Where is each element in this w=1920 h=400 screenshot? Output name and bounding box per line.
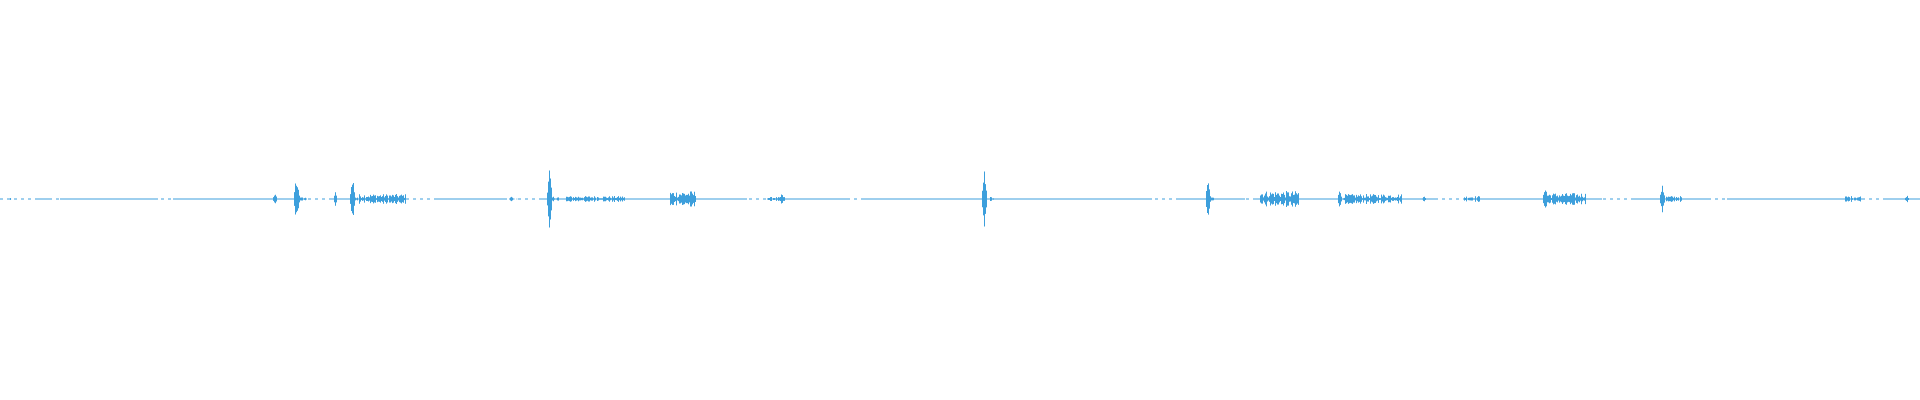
- waveform-event: [1464, 196, 1480, 202]
- waveform-event: [1422, 196, 1433, 202]
- waveform-event-path: [1260, 191, 1299, 207]
- waveform-event-path: [295, 187, 307, 211]
- waveform-event-path: [1547, 193, 1586, 205]
- waveform-event: [1666, 196, 1682, 202]
- waveform-event-path: [1666, 196, 1682, 202]
- waveform-event-path: [509, 196, 520, 202]
- waveform-event-path: [547, 170, 559, 228]
- waveform-event-path: [1905, 195, 1916, 203]
- waveform-event: [547, 170, 559, 228]
- waveform-event: [273, 194, 284, 204]
- waveform-event: [566, 196, 625, 202]
- waveform-event-path: [273, 194, 284, 204]
- waveform-event-path: [1845, 196, 1861, 202]
- waveform-event: [780, 194, 791, 204]
- waveform-event-path: [780, 194, 791, 204]
- waveform-event: [1905, 195, 1916, 203]
- waveform-event-path: [566, 196, 625, 202]
- waveform-event-path: [670, 191, 696, 207]
- waveform-event-path: [1206, 183, 1218, 215]
- waveform-event: [359, 194, 406, 204]
- waveform-event-path: [1464, 196, 1480, 202]
- waveform-event: [1206, 183, 1218, 215]
- waveform-event: [334, 192, 344, 206]
- waveform-event-path: [982, 171, 994, 227]
- waveform-sample-layer: [0, 170, 1920, 228]
- waveform-event-path: [359, 194, 406, 204]
- waveform-event-path: [1422, 196, 1433, 202]
- waveform-event: [295, 187, 307, 211]
- waveform-event: [1845, 196, 1861, 202]
- waveform-event: [670, 191, 696, 207]
- waveform-event: [1343, 194, 1402, 204]
- waveform-event: [509, 196, 520, 202]
- waveform-event-path: [1343, 194, 1402, 204]
- waveform-event: [982, 171, 994, 227]
- waveform-event: [1260, 191, 1299, 207]
- waveform-event-path: [334, 192, 344, 206]
- waveform-event: [1547, 193, 1586, 205]
